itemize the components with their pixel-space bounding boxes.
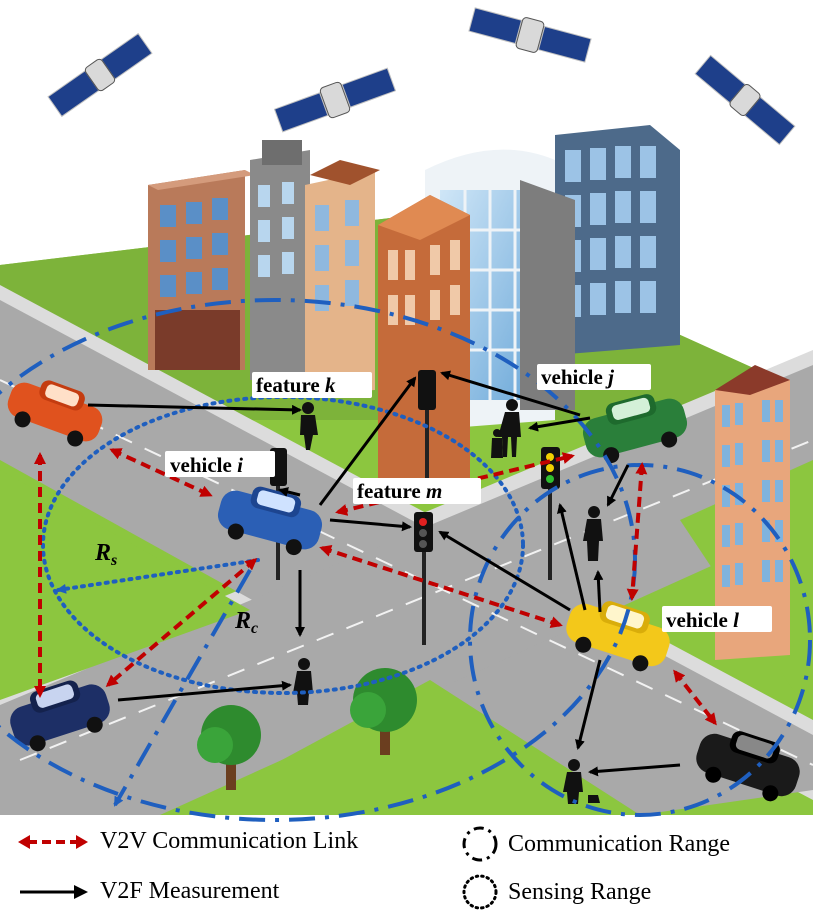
pedestrian-icon — [293, 658, 313, 705]
legend-v2v-label: V2V Communication Link — [100, 828, 359, 854]
v2f-measurements — [87, 370, 681, 777]
legend-sensing-range: Sensing Range — [460, 872, 651, 912]
rc-radius-arrow — [113, 569, 252, 807]
label-vehicle-l: vehicle l — [666, 608, 739, 632]
legend-sensing-range-label: Sensing Range — [508, 878, 652, 905]
satellite-icon — [273, 67, 397, 133]
satellite-icon — [694, 54, 796, 146]
car-icon — [10, 680, 110, 752]
label-vehicle-j: vehicle j — [541, 365, 614, 389]
buildings — [148, 125, 790, 660]
satellite-icon — [47, 32, 153, 118]
label-rc: Rc — [234, 608, 258, 637]
v2f-measurement-icon — [20, 884, 88, 899]
satellite-icon — [468, 7, 592, 63]
sensing-range-icon — [462, 874, 498, 910]
car-icon — [217, 486, 323, 556]
legend: V2V Communication Link V2F Measurement C… — [0, 822, 813, 915]
legend-v2f-label: V2F Measurement — [100, 878, 280, 904]
pedestrian-icon — [583, 506, 603, 561]
label-vehicle-i: vehicle i — [170, 453, 243, 477]
pedestrian-icon — [300, 402, 318, 450]
tree-icon — [197, 705, 261, 790]
v2v-link-icon — [18, 834, 88, 849]
pedestrian-icon — [563, 759, 600, 804]
car-icon — [7, 380, 103, 447]
label-rs: Rs — [94, 540, 117, 569]
label-feature-k: feature k — [256, 373, 336, 397]
legend-comm-range: Communication Range — [460, 824, 730, 864]
legend-v2f: V2F Measurement — [18, 878, 279, 905]
car-icon — [582, 394, 688, 464]
label-feature-m: feature m — [357, 479, 442, 503]
communication-range-icon — [462, 826, 498, 862]
legend-v2v: V2V Communication Link — [18, 828, 358, 855]
legend-comm-range-label: Communication Range — [508, 830, 730, 857]
